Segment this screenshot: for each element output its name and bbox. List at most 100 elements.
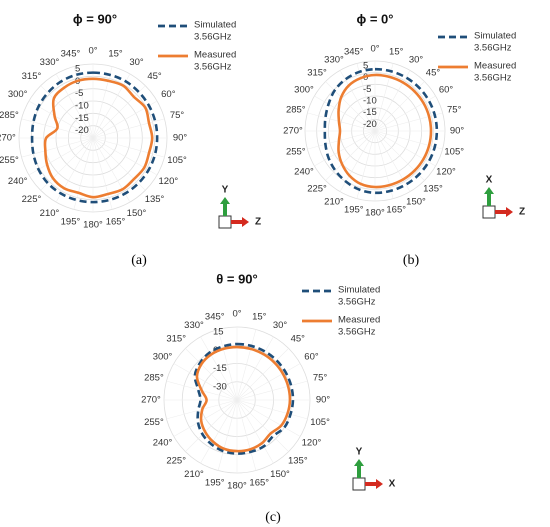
plot-2-angle-label: 210° <box>324 197 344 208</box>
plot-2-angle-label: 345° <box>344 46 364 57</box>
plot-3-angle-label: 255° <box>144 417 164 428</box>
plot-1-radial-tick: -20 <box>75 125 89 136</box>
plot-2-angle-label: 330° <box>324 55 344 66</box>
plot-2-axes-right-shaft <box>495 210 506 214</box>
plot-2-grid-spoke <box>374 112 443 132</box>
plot-3-angle-label: 135° <box>288 455 308 466</box>
plot-3-axes-vertical-label: Y <box>356 447 363 458</box>
plot-2-grid-spoke <box>374 130 394 199</box>
plot-2-angle-label: 195° <box>344 205 364 216</box>
plot-1-angle-label: 90° <box>173 133 188 144</box>
plot-3-grid-spoke <box>236 363 301 401</box>
plot-1-grid-spoke <box>73 137 94 210</box>
plot-2-angle-label: 105° <box>444 147 464 158</box>
plot-1-grid-spoke <box>40 85 94 139</box>
plot-2-angle-label: 45° <box>426 68 441 79</box>
plot-3-grid-spoke <box>185 399 238 452</box>
plot-2-angle-label: 60° <box>439 85 454 96</box>
plot-1-angle-label: 120° <box>159 176 179 187</box>
plot-3-legend-sublabel: 3.56GHz <box>338 327 376 338</box>
plot-3-axes-up-shaft <box>357 466 361 478</box>
plot-3-series-measured <box>195 345 292 453</box>
plot-2-angle-label: 285° <box>286 104 306 115</box>
plot-3-grid-spoke <box>200 399 238 464</box>
plot-1-angle-label: 75° <box>170 110 185 121</box>
plot-1-axes-horizontal-label: Z <box>255 217 261 228</box>
plot-1-angle-label: 285° <box>0 110 19 121</box>
plot-2-grid-spoke <box>307 130 376 150</box>
plot-3-grid-spoke <box>236 399 257 471</box>
plot-1-legend-sublabel: 3.56GHz <box>194 32 232 43</box>
plot-3-grid-spoke <box>217 329 238 401</box>
plot-3-grid-spoke <box>236 329 257 401</box>
plot-3-angle-label: 345° <box>205 311 225 322</box>
plot-2-grid-spoke <box>314 95 376 132</box>
plot-3-angle-label: 60° <box>304 352 319 363</box>
plot-2-grid-spoke <box>374 130 436 167</box>
plot-2-angle-label: 315° <box>307 68 327 79</box>
plot-3-grid-spoke <box>236 399 301 437</box>
plot-1-angle-label: 0° <box>88 46 97 57</box>
plot-1-axes-up-arrow-icon <box>220 197 230 204</box>
plot-3-angle-label: 285° <box>144 372 164 383</box>
plot-1-angle-label: 330° <box>40 57 60 68</box>
plot-1-grid-spoke <box>55 73 94 139</box>
plot-2-grid-spoke <box>374 63 394 132</box>
plot-3-grid-spoke <box>185 348 238 401</box>
plot-2-angle-label: 90° <box>450 126 465 137</box>
plot-1-grid-spoke <box>40 137 94 191</box>
plot-1-axes-vertical-label: Y <box>222 185 229 196</box>
plot-3-angle-label: 45° <box>291 334 306 345</box>
plot-1-grid-spoke <box>92 73 131 139</box>
plot-1-angle-label: 270° <box>0 133 16 144</box>
plot-3-grid-spoke <box>173 399 238 437</box>
plot-3-grid-spoke <box>236 399 308 420</box>
plot-1-axes-origin-box <box>218 215 232 229</box>
plot-3-angle-label: 210° <box>184 469 204 480</box>
plot-2-series-measured <box>337 73 433 189</box>
plot-3-grid-spoke <box>200 336 238 401</box>
plot-2-angle-label: 120° <box>436 167 456 178</box>
plot-1-angle-label: 60° <box>161 89 176 100</box>
plot-2-legend-label: Measured <box>474 61 516 72</box>
plot-3-series-simulated <box>193 342 295 455</box>
plot-2-grid-spoke <box>374 130 411 192</box>
plot-3-grid-spoke <box>173 363 238 401</box>
plot-1-angle-label: 45° <box>147 71 162 82</box>
plot-3-axes-origin-box <box>352 477 366 491</box>
plot-1-angle-label: 195° <box>61 217 81 228</box>
plot-2-axes-origin-box <box>482 205 496 219</box>
plot-3-angle-label: 180° <box>227 481 247 492</box>
plot-3-radial-tick: -15 <box>213 363 227 374</box>
plot-2-axes-up-shaft <box>487 194 491 206</box>
plot-2-angle-label: 255° <box>286 147 306 158</box>
plot-1-grid-spoke <box>92 137 131 203</box>
plot-2-angle-label: 30° <box>409 55 424 66</box>
plot-2-grid-spoke <box>307 112 376 132</box>
plot-1-legend-label: Measured <box>194 50 236 61</box>
plot-1-grid-spoke <box>92 118 165 139</box>
plot-1-legend-label: Simulated <box>194 20 236 31</box>
plot-2-grid-spoke <box>314 130 376 167</box>
plot-1-angle-label: 300° <box>8 89 28 100</box>
plot-2-grid-spoke <box>374 95 436 132</box>
plot-3-legend-label: Simulated <box>338 285 380 296</box>
plot-3-angle-label: 165° <box>249 478 269 489</box>
plot-3-angle-label: 150° <box>270 469 290 480</box>
plot-1-grid-spoke <box>55 137 94 203</box>
plot-1-grid-spoke <box>21 137 94 158</box>
plot-1-angle-label: 150° <box>127 208 147 219</box>
plot-2-title: ϕ = 0° <box>357 11 394 26</box>
plot-3-angle-label: 240° <box>153 438 173 449</box>
plot-2-radial-tick: -20 <box>363 119 377 130</box>
plot-2-axes-up-arrow-icon <box>484 187 494 194</box>
plot-2-axes-right-arrow-icon <box>506 207 513 217</box>
plot-3-title: θ = 90° <box>216 271 258 286</box>
plot-1-angle-label: 225° <box>22 194 42 205</box>
plot-2-grid-spoke <box>339 70 376 132</box>
plot-1-title: ϕ = 90° <box>73 11 117 26</box>
plot-1-grid-spoke <box>92 137 146 191</box>
plot-2-radial-tick: -5 <box>363 84 371 95</box>
plot-2-grid-spoke <box>374 81 425 132</box>
plot-2-series-simulated <box>323 67 439 195</box>
